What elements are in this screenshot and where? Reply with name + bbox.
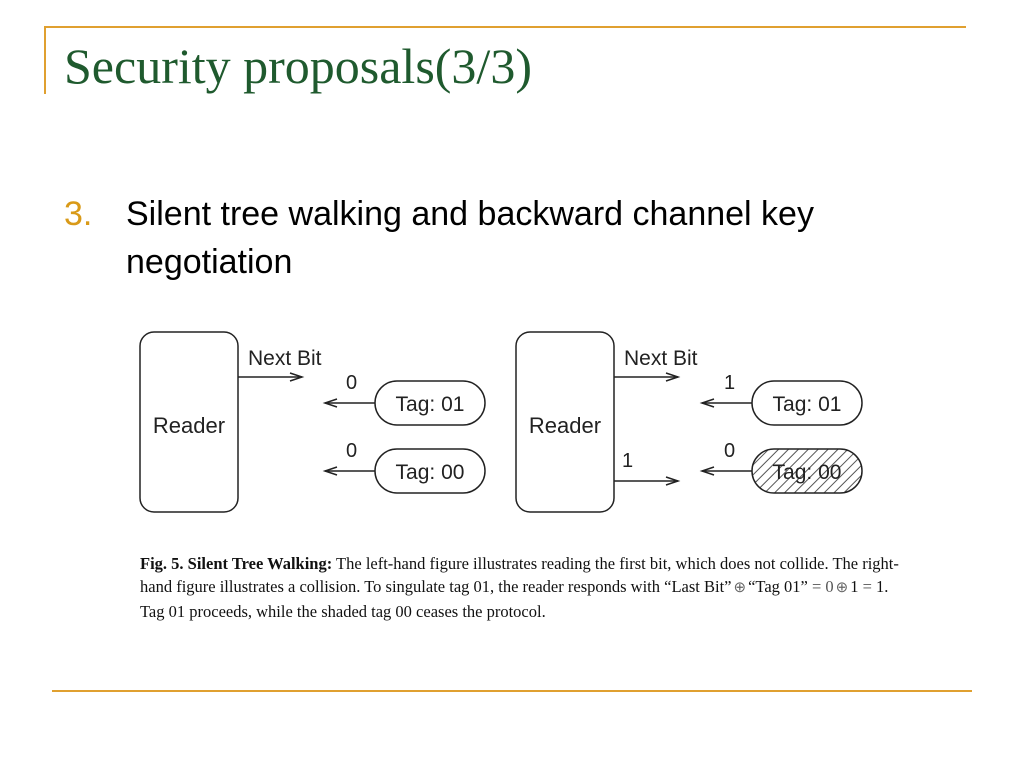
left-tag00-reply-arrowhead (322, 466, 338, 476)
left-reader-box (139, 331, 239, 513)
right-reader-label: Reader (529, 413, 601, 438)
caption-quote-last-bit: “Last Bit” (664, 577, 732, 596)
frame-bottom-line (52, 690, 972, 692)
caption-tail: . Tag 01 proceeds, while the shaded tag … (140, 577, 889, 621)
frame-top-line (44, 26, 966, 28)
caption-heading: Fig. 5. Silent Tree Walking: (140, 554, 333, 573)
left-tag00-pill (374, 448, 486, 494)
figure-caption: Fig. 5. Silent Tree Walking: The left-ha… (140, 552, 910, 623)
right-reader-box (515, 331, 615, 513)
xor-symbol: ⊕ (733, 580, 747, 596)
right-tag01-pill (751, 380, 863, 426)
caption-bit-zero: 0 (825, 577, 834, 596)
left-tag00-reply-bit: 0 (346, 440, 357, 462)
right-tag00-reply-arrowhead (699, 466, 715, 476)
right-next-bit-arrowhead (665, 372, 681, 382)
right-response-bit: 1 (622, 450, 633, 472)
right-panel: Reader Next Bit 1 1 Tag: 01 0 Tag: 00 (515, 331, 863, 513)
left-next-bit-label: Next Bit (248, 347, 322, 370)
left-tag01-pill (374, 380, 486, 426)
right-tag00-label: Tag: 00 (773, 461, 842, 484)
left-panel: Reader Next Bit 0 Tag: 01 0 Tag: 00 (139, 331, 486, 513)
right-next-bit-label: Next Bit (624, 347, 698, 370)
left-tag00-label: Tag: 00 (396, 461, 465, 484)
left-reader-label: Reader (153, 413, 225, 438)
right-response-arrowhead (665, 476, 681, 486)
right-tag01-reply-arrowhead (699, 398, 715, 408)
caption-bit-one: 1 (850, 577, 859, 596)
right-tag01-reply-bit: 1 (724, 372, 735, 394)
left-tag01-reply-bit: 0 (346, 372, 357, 394)
left-next-bit-arrowhead (289, 372, 305, 382)
frame-left-line (44, 26, 46, 94)
bullet-number: 3. (64, 195, 93, 233)
slide-title: Security proposals(3/3) (64, 38, 532, 94)
xor-symbol-2: ⊕ (835, 580, 849, 596)
equals-symbol: = (811, 577, 822, 596)
caption-line1: The left-hand figure illustrates reading… (140, 554, 899, 596)
caption-result: 1 (876, 577, 885, 596)
silent-tree-walking-diagram: Reader Next Bit 0 Tag: 01 0 Tag: 00 Read… (139, 331, 863, 513)
left-tag01-reply-arrowhead (322, 398, 338, 408)
right-tag00-pill-shaded (751, 448, 863, 494)
equals-symbol-2: = (862, 577, 872, 596)
right-tag00-reply-bit: 0 (724, 440, 735, 462)
right-tag01-label: Tag: 01 (773, 393, 842, 416)
bullet-text: Silent tree walking and backward channel… (126, 195, 814, 281)
left-tag01-label: Tag: 01 (396, 393, 465, 416)
caption-quote-tag01: “Tag 01” (748, 577, 808, 596)
